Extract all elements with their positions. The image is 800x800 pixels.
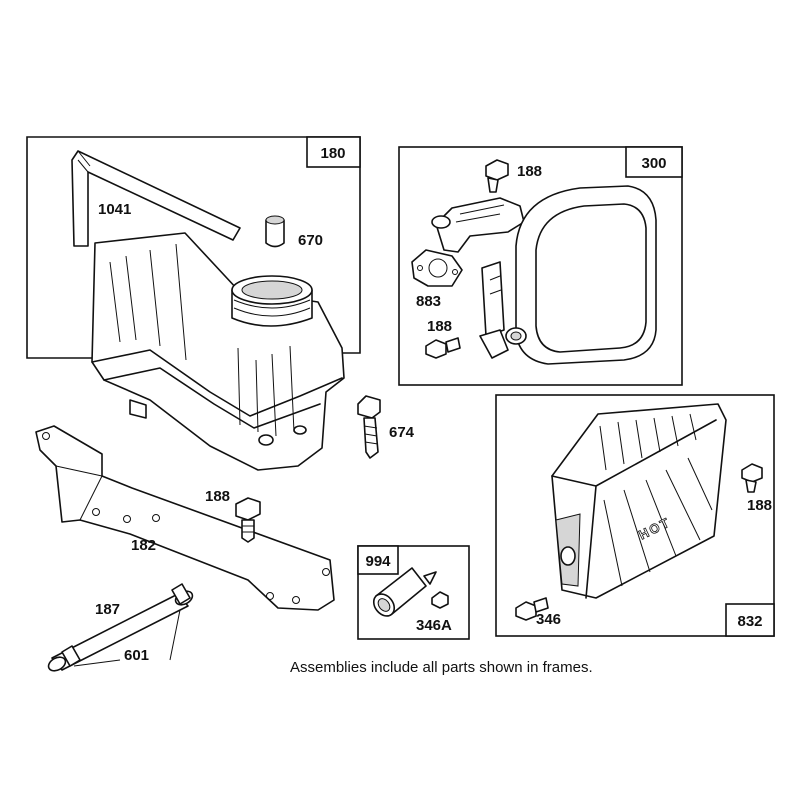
muffler	[479, 185, 657, 365]
frame-number-180: 180	[320, 145, 345, 162]
part-label-187: 187	[95, 601, 120, 618]
part-label-674: 674	[389, 424, 415, 441]
frame-number-box-994	[357, 545, 399, 575]
tank-strap-part-1041	[71, 150, 241, 247]
frame-number-box-300	[625, 146, 683, 178]
assembly-frame-994: 994	[357, 545, 470, 640]
part-label-346: 346	[536, 611, 561, 628]
part-label-670: 670	[298, 232, 323, 249]
bolt-part-674	[357, 395, 381, 459]
assembly-frame-832: 832	[495, 394, 775, 637]
bolt-part-188-guard	[741, 463, 763, 493]
spark-arrester	[372, 567, 449, 617]
frame-number-box-832	[725, 603, 775, 637]
bushing-part-670	[265, 215, 285, 248]
bolt-part-188-muffler-top	[485, 159, 509, 193]
frame-number-300: 300	[641, 155, 666, 172]
muffler-guard: HOT	[551, 403, 727, 599]
part-label-188-muffler-top: 188	[517, 163, 542, 180]
part-label-883: 883	[416, 293, 441, 310]
assembly-frame-300: 300	[398, 146, 683, 386]
part-label-188-muffler-bottom: 188	[427, 318, 452, 335]
part-label-346A: 346A	[416, 617, 452, 634]
hose-clamp-part-601	[61, 583, 191, 667]
frame-number-832: 832	[737, 613, 762, 630]
tank-bracket-part-182	[35, 425, 335, 611]
footnote: Assemblies include all parts shown in fr…	[290, 659, 593, 676]
bolt-part-188-muffler-bottom	[425, 337, 461, 359]
bolt-part-188-bracket	[235, 497, 261, 543]
part-label-1041: 1041	[98, 201, 131, 218]
part-label-188-guard: 188	[747, 497, 772, 514]
frame-number-box-180	[306, 136, 361, 168]
exhaust-pipe	[431, 197, 525, 253]
screw-part-346	[515, 597, 549, 621]
frame-number-994: 994	[365, 553, 391, 570]
assembly-frame-180: 180	[26, 136, 361, 359]
leader-lines-601	[73, 609, 181, 667]
part-label-188-bracket: 188	[205, 488, 230, 505]
fuel-tank	[91, 232, 345, 471]
part-label-601: 601	[124, 647, 149, 664]
gasket-part-883	[411, 249, 463, 287]
part-label-182: 182	[131, 537, 156, 554]
